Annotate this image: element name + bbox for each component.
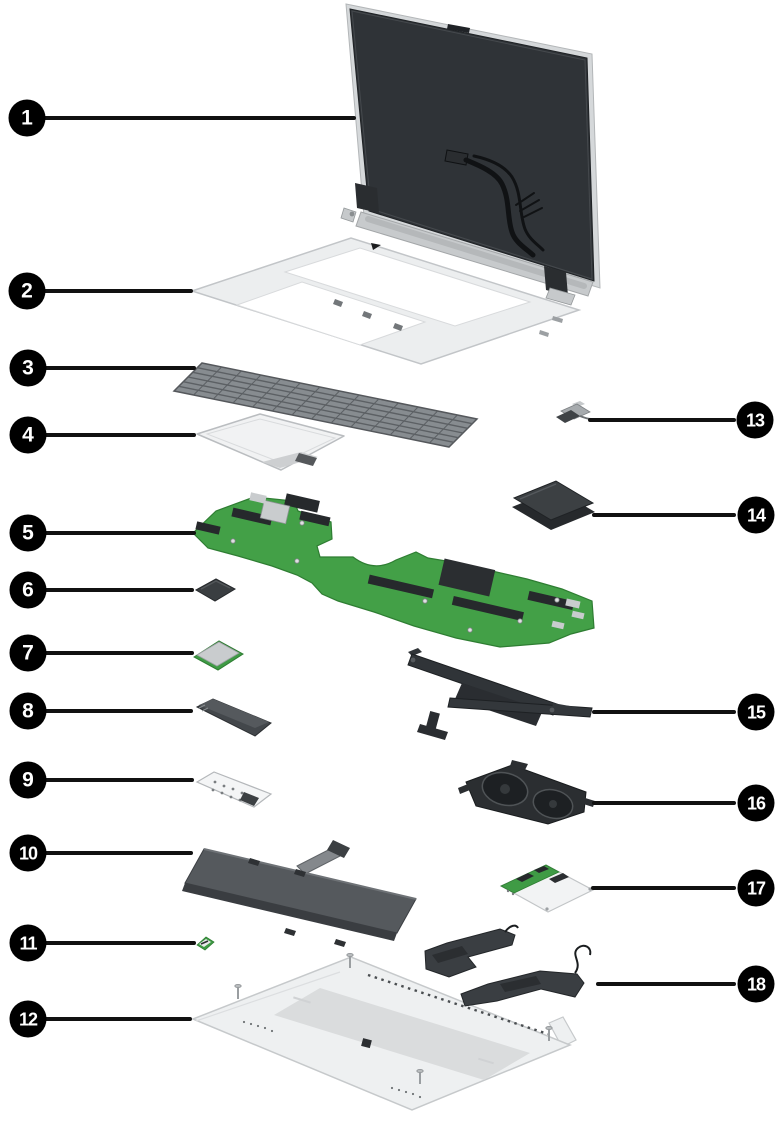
callout-badge-8: 8	[9, 692, 47, 730]
bottom-cover-illustration	[190, 953, 577, 1111]
callout-badge-4: 4	[9, 416, 47, 454]
ssd-illustration	[195, 698, 272, 737]
callout-line-5	[30, 531, 196, 535]
callout-badge-10: 10	[9, 834, 47, 872]
wireless-module-illustration	[193, 640, 244, 671]
callout-badge-16: 16	[737, 784, 775, 822]
callout-line-17	[591, 886, 736, 890]
system-board-illustration	[192, 492, 595, 648]
top-cover-illustration	[189, 237, 582, 365]
callout-line-4	[30, 433, 196, 437]
callout-line-13	[588, 418, 736, 422]
touchpad-illustration	[196, 413, 345, 471]
callout-line-9	[30, 778, 194, 782]
chip-module-illustration	[194, 578, 237, 602]
callout-badge-5: 5	[9, 514, 47, 552]
callout-line-15	[592, 710, 736, 714]
callout-badge-1: 1	[8, 99, 46, 137]
shield-plates-illustration	[512, 480, 595, 530]
keyboard-illustration	[172, 362, 479, 448]
callout-line-8	[30, 709, 193, 713]
callout-line-18	[596, 982, 736, 986]
callout-badge-7: 7	[9, 634, 47, 672]
sensor-board-illustration	[196, 936, 215, 951]
callout-badge-3: 3	[9, 349, 47, 387]
callout-line-16	[592, 801, 736, 805]
callout-badge-11: 11	[9, 924, 47, 962]
callout-line-10	[30, 851, 193, 855]
drive-bracket-illustration	[195, 771, 273, 808]
fan-illustration	[458, 760, 595, 825]
callout-badge-15: 15	[737, 693, 775, 731]
callout-badge-18: 18	[737, 965, 775, 1003]
callout-badge-13: 13	[736, 401, 774, 439]
callout-badge-6: 6	[9, 571, 47, 609]
callout-line-1	[30, 116, 356, 120]
callout-line-2	[30, 289, 193, 293]
callout-line-11	[30, 941, 196, 945]
callout-badge-14: 14	[737, 496, 775, 534]
callout-badge-2: 2	[8, 272, 46, 310]
display-assembly-illustration	[340, 3, 601, 306]
callout-line-12	[30, 1017, 192, 1021]
callout-badge-9: 9	[9, 761, 47, 799]
card-reader-illustration	[499, 864, 595, 913]
callout-line-7	[30, 651, 194, 655]
callout-line-3	[30, 366, 196, 370]
battery-illustration	[182, 840, 417, 947]
callout-badge-12: 12	[9, 1000, 47, 1038]
callout-line-6	[30, 588, 194, 592]
callout-line-14	[592, 513, 736, 517]
speakers-illustration	[424, 924, 592, 1007]
callout-badge-17: 17	[737, 869, 775, 907]
heat-sink-illustration	[407, 648, 593, 740]
power-connector-illustration	[556, 401, 592, 423]
